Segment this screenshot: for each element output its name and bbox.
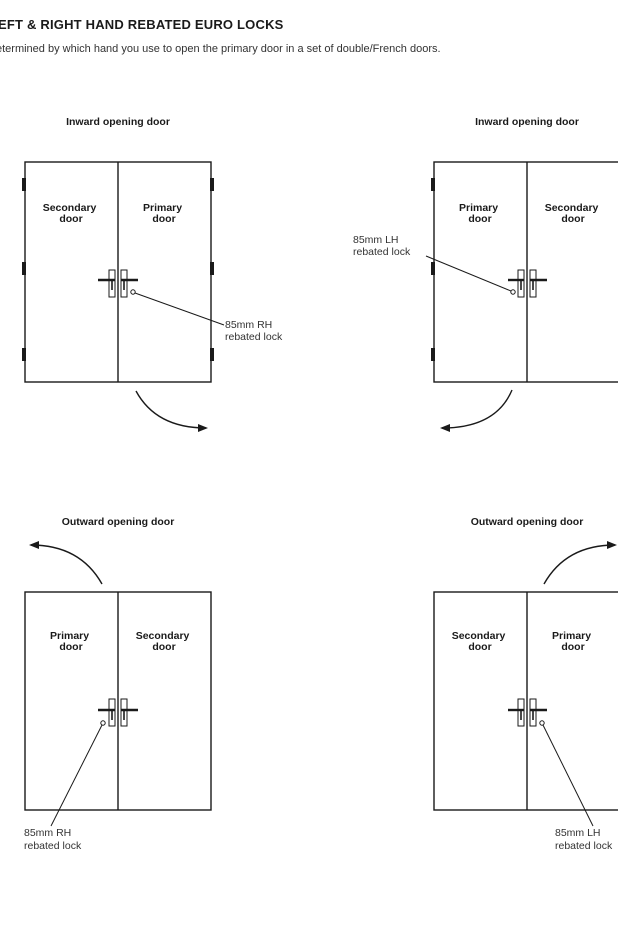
- lock-label-line-2: rebated lock: [353, 246, 411, 258]
- lock-leader: [134, 292, 225, 326]
- left-door-line-1: Primary: [50, 630, 89, 642]
- swing-arrow: [543, 541, 617, 585]
- diagram-title: Outward opening door: [471, 516, 584, 528]
- lock-label-line-2: rebated lock: [24, 840, 82, 852]
- left-door-line-1: Secondary: [43, 202, 97, 214]
- right-door-line-1: Secondary: [545, 202, 599, 214]
- lock-point: [510, 289, 516, 295]
- door-handles: [98, 698, 138, 727]
- page-subtitle: etermined by which hand you use to open …: [0, 43, 441, 55]
- lock-label-line-1: 85mm RH: [24, 827, 71, 839]
- page-title: EFT & RIGHT HAND REBATED EURO LOCKS: [0, 17, 284, 32]
- lock-point: [100, 720, 106, 726]
- right-door-line-1: Primary: [552, 630, 591, 642]
- right-door-line-2: door: [152, 213, 175, 225]
- left-door-line-1: Secondary: [452, 630, 506, 642]
- lock-point: [539, 720, 545, 726]
- swing-arrow: [440, 389, 513, 432]
- lock-leader: [542, 724, 594, 827]
- hinges: [431, 178, 435, 361]
- diagram-outward-rh: Outward opening door Primary door Second…: [24, 516, 212, 852]
- diagram-title: Inward opening door: [66, 116, 170, 128]
- left-door-line-2: door: [59, 641, 82, 653]
- diagram-title: Inward opening door: [475, 116, 579, 128]
- door-handles: [98, 269, 138, 298]
- diagram-outward-lh: Outward opening door Secondary door Prim…: [433, 516, 618, 852]
- door-handles: [508, 698, 547, 727]
- diagram-inward-rh: Inward opening door Secondary door Prima…: [22, 116, 283, 432]
- door-frame: [433, 161, 618, 383]
- lock-leader: [425, 255, 512, 292]
- left-door-label: Primary door: [50, 630, 92, 653]
- right-door-label: Primary door: [552, 630, 594, 653]
- left-door-line-2: door: [468, 213, 491, 225]
- door-frame: [433, 591, 618, 811]
- right-door-line-2: door: [152, 641, 175, 653]
- left-door-label: Secondary door: [43, 202, 100, 225]
- swing-arrow: [135, 390, 208, 432]
- lock-leader: [50, 724, 103, 827]
- left-door-label: Secondary door: [452, 630, 509, 653]
- lock-point: [130, 289, 136, 295]
- right-door-line-1: Primary: [143, 202, 182, 214]
- lock-label-line-1: 85mm LH: [555, 827, 601, 839]
- hinges: [22, 178, 214, 361]
- left-door-line-2: door: [59, 213, 82, 225]
- lock-label-line-2: rebated lock: [225, 331, 283, 343]
- right-door-line-2: door: [561, 213, 584, 225]
- right-door-label: Secondary door: [136, 630, 193, 653]
- diagram-title: Outward opening door: [62, 516, 175, 528]
- diagram-inward-lh: Inward opening door Primary door Seconda…: [353, 116, 618, 432]
- left-door-line-1: Primary: [459, 202, 498, 214]
- right-door-label: Secondary door: [545, 202, 602, 225]
- left-door-line-2: door: [468, 641, 491, 653]
- lock-label-line-2: rebated lock: [555, 840, 613, 852]
- door-handles: [508, 269, 547, 298]
- swing-arrow: [29, 541, 103, 585]
- right-door-line-2: door: [561, 641, 584, 653]
- right-door-label: Primary door: [143, 202, 185, 225]
- lock-label-line-1: 85mm LH: [353, 234, 399, 246]
- right-door-line-1: Secondary: [136, 630, 190, 642]
- left-door-label: Primary door: [459, 202, 501, 225]
- lock-label-line-1: 85mm RH: [225, 319, 272, 331]
